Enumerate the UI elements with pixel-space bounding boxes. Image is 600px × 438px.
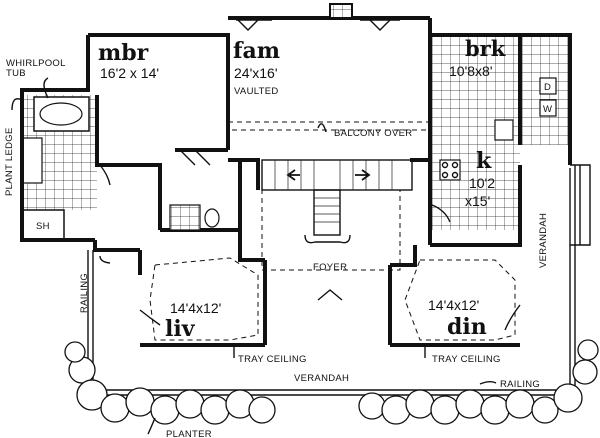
brk-dims: 10'8x8' xyxy=(449,63,493,79)
half-bath xyxy=(169,204,220,231)
tray-ceiling-liv-label: TRAY CEILING xyxy=(238,354,307,365)
mbr-label: mbr xyxy=(98,40,149,66)
dryer xyxy=(539,77,557,95)
fam-windows xyxy=(235,17,400,31)
interior-walls xyxy=(95,35,522,347)
k-dims-line2: x15' xyxy=(465,193,490,209)
verandah-right-label: VERANDAH xyxy=(538,213,549,268)
shower-label: SH xyxy=(36,221,50,232)
whirlpool-label-2: TUB xyxy=(6,68,26,79)
leader-lines xyxy=(11,77,497,435)
foyer-label: FOYER xyxy=(313,262,347,273)
fam-label: fam xyxy=(233,38,280,64)
mbr-dims: 16'2 x 14' xyxy=(100,65,159,81)
washer xyxy=(539,99,557,117)
railing-right-label: RAILING xyxy=(500,379,540,390)
washer-label: W xyxy=(543,104,552,115)
verandah-structure xyxy=(87,164,591,396)
range xyxy=(439,159,461,181)
whirlpool-label-1: WHIRLPOOL xyxy=(6,58,66,69)
shower xyxy=(21,209,65,241)
tray-ceiling-din-outline xyxy=(404,259,516,341)
tray-ceiling-liv-outline xyxy=(149,257,259,341)
tray-ceiling-din-label: TRAY CEILING xyxy=(432,354,501,365)
liv-dims: 14'4x12' xyxy=(170,300,221,316)
staircase xyxy=(261,159,413,244)
din-dims: 14'4x12' xyxy=(428,297,479,313)
kitchen-island xyxy=(494,119,514,141)
k-dims-line1: 10'2 xyxy=(469,175,495,191)
planter-hedge-right xyxy=(358,339,599,425)
balcony-over-label: BALCONY OVER xyxy=(334,128,412,139)
planter-hedge-left xyxy=(64,341,276,425)
plant-ledge-label: PLANT LEDGE xyxy=(4,127,15,196)
liv-label: liv xyxy=(165,316,196,342)
brk-label: brk xyxy=(465,36,506,61)
whirlpool-tub xyxy=(33,96,90,132)
vanity xyxy=(21,137,43,184)
fam-dims: 24'x16' xyxy=(234,65,278,81)
k-label: k xyxy=(476,148,492,174)
exterior-walls xyxy=(20,16,572,252)
door-swings xyxy=(99,149,521,331)
fireplace xyxy=(329,3,353,19)
dryer-label: D xyxy=(544,82,551,93)
railing-left-label: RAILING xyxy=(79,273,90,313)
planter-label: PLANTER xyxy=(166,429,212,438)
fam-vaulted: VAULTED xyxy=(234,86,279,97)
foyer-outline xyxy=(261,189,401,271)
verandah-bottom-label: VERANDAH xyxy=(294,373,349,384)
din-label: din xyxy=(447,314,487,340)
